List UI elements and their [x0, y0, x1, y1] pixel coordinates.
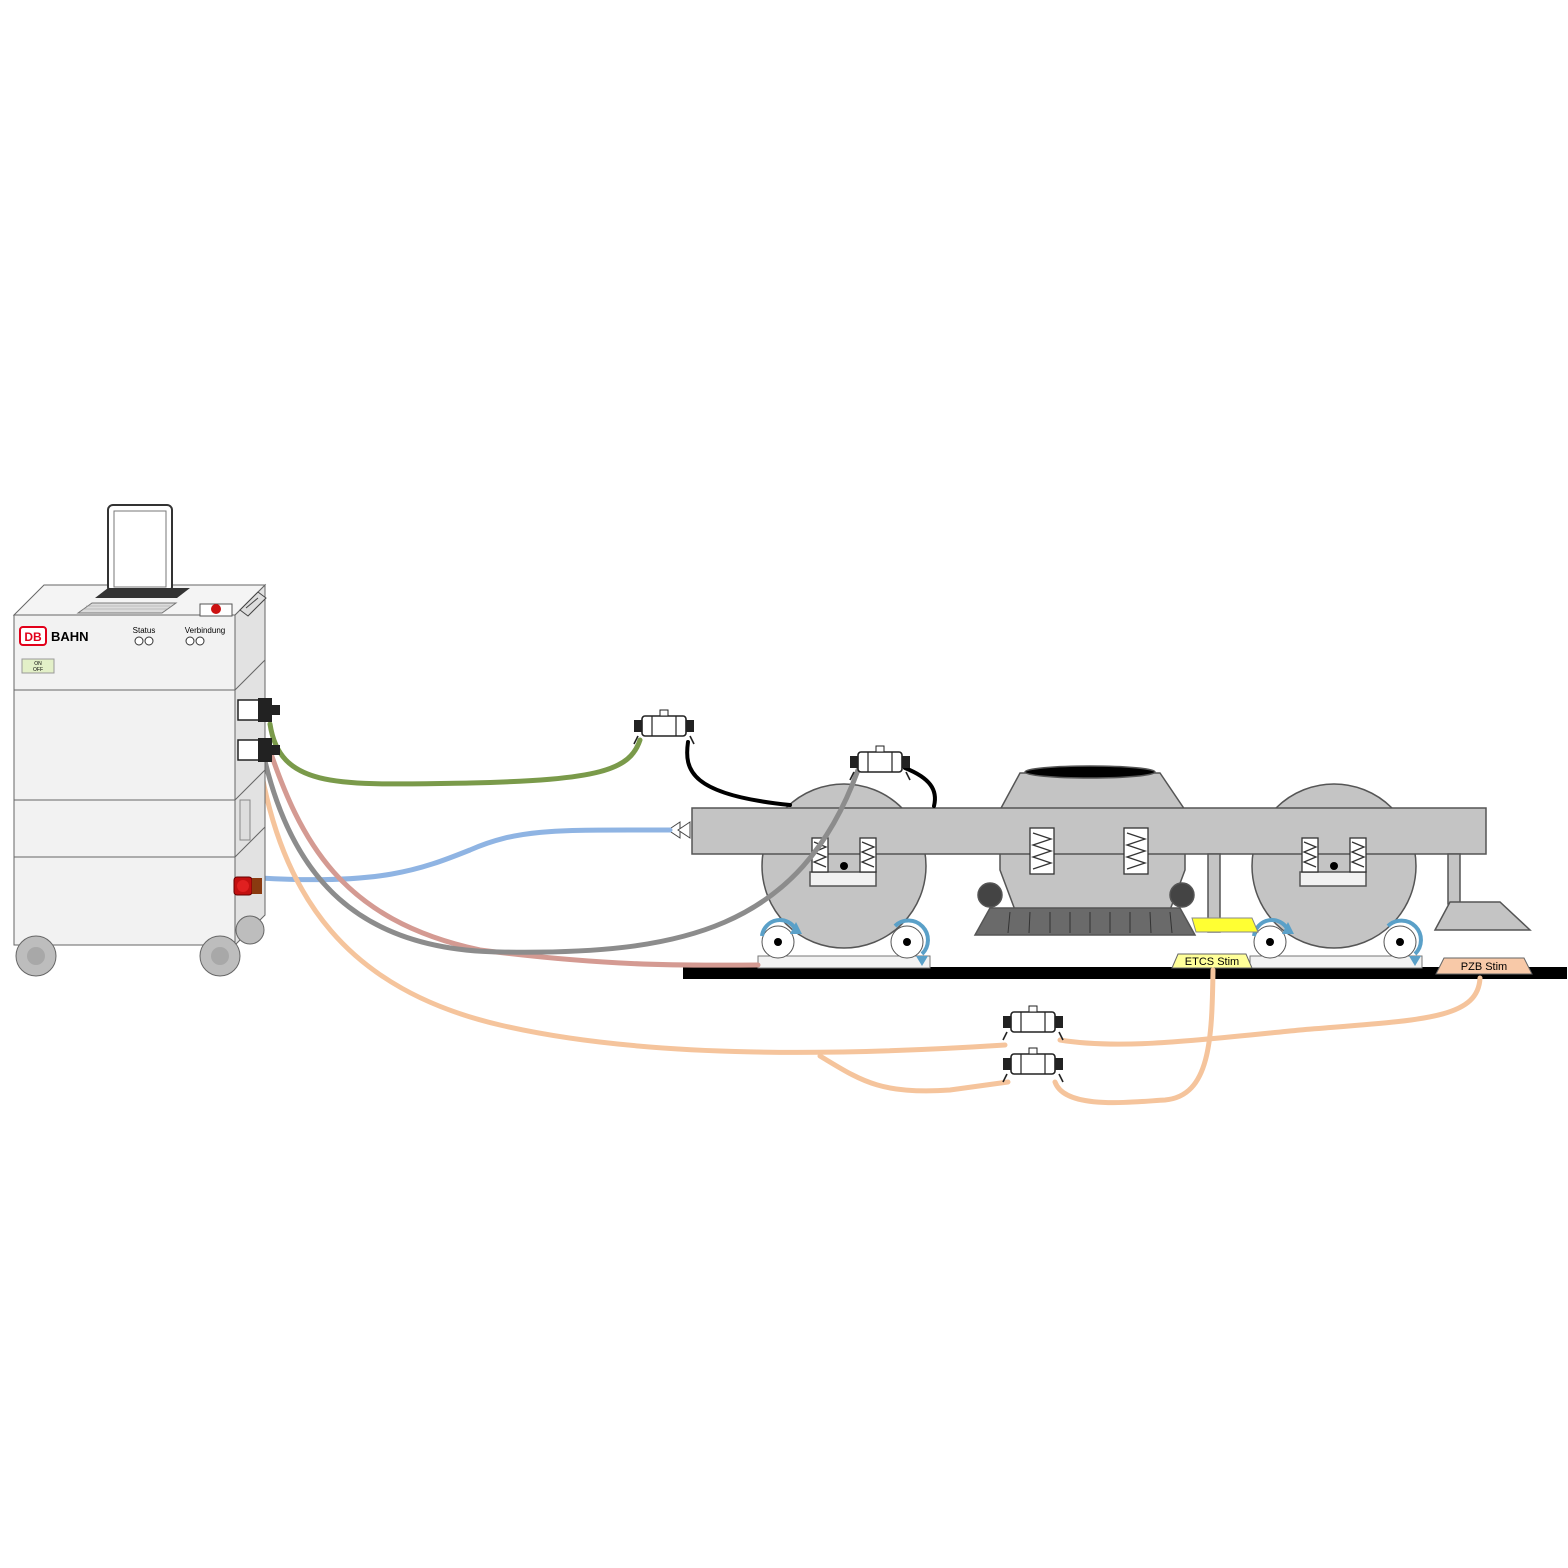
cable-connector-icon [1002, 1005, 1064, 1041]
axle-box-right [1299, 871, 1367, 887]
roller-platform-left [757, 955, 931, 969]
connection-led [195, 636, 205, 646]
pzb-stim-box: PZB Stim [1435, 957, 1533, 975]
bogie-foot [1433, 901, 1532, 931]
connection-label: Verbindung [185, 626, 225, 635]
cable-red [265, 742, 761, 968]
cable-orange-etcs [1052, 967, 1216, 1106]
cabinet-module-2 [13, 689, 236, 801]
cable-connector-icon [633, 709, 695, 745]
red-emergency-stop-icon[interactable] [211, 604, 221, 614]
cable-connector-icon [849, 745, 911, 781]
cable-orange-pzb [1057, 975, 1483, 1047]
svg-text:ON: ON [34, 661, 42, 667]
etcs-stim-box: ETCS Stim [1171, 953, 1253, 969]
cable-orange-main [255, 749, 1008, 1055]
status-label: Status [133, 626, 156, 635]
rotation-arrow-icon [1383, 918, 1423, 966]
cable-orange-branch [817, 1053, 1011, 1094]
cables [255, 721, 1483, 1106]
connection-led [185, 636, 195, 646]
roller-right [1169, 882, 1195, 908]
status-led [144, 636, 154, 646]
bogie-center-top [1024, 765, 1156, 779]
rotation-arrow-icon [1252, 918, 1294, 959]
laptop-icon[interactable] [95, 504, 190, 598]
bogie-main-frame [691, 807, 1487, 855]
cable-black-2 [903, 766, 937, 808]
cable-black [685, 740, 792, 807]
power-switch[interactable]: ON OFF [21, 658, 55, 674]
status-led [134, 636, 144, 646]
cable-gray [259, 745, 861, 955]
frame-sensor [667, 821, 691, 839]
rotation-arrow-icon [890, 918, 930, 966]
test-cabinet: DB BAHN Status Verbindung ON OFF [12, 504, 280, 977]
etcs-stim-label: ETCS Stim [1185, 956, 1239, 968]
cabinet-side-connectors [237, 698, 280, 841]
pzb-stim-label: PZB Stim [1461, 961, 1507, 973]
track-rail [683, 967, 1567, 979]
roller-platform-right [1249, 955, 1423, 969]
cable-blue [257, 827, 673, 883]
cable-green [267, 721, 643, 787]
svg-text:OFF: OFF [33, 667, 43, 673]
rotation-arrow-icon [760, 918, 802, 959]
spring-set [811, 827, 1367, 875]
cabinet-module-1 [13, 614, 236, 691]
cabinet-module-3 [13, 799, 236, 858]
db-logo: DB [19, 626, 47, 646]
red-emergency-stop-icon[interactable] [233, 876, 262, 896]
cabinet-module-4 [13, 856, 236, 946]
cabinet-wheel [235, 915, 265, 945]
etcs-antenna [1191, 917, 1259, 933]
svg-text:DB: DB [24, 630, 42, 644]
cable-connector-icon [1002, 1047, 1064, 1083]
keyboard[interactable] [76, 602, 178, 614]
test-rollers [760, 918, 1423, 966]
roller-left [977, 882, 1003, 908]
axle-box-left [809, 871, 877, 887]
brand-label: BAHN [51, 629, 89, 644]
